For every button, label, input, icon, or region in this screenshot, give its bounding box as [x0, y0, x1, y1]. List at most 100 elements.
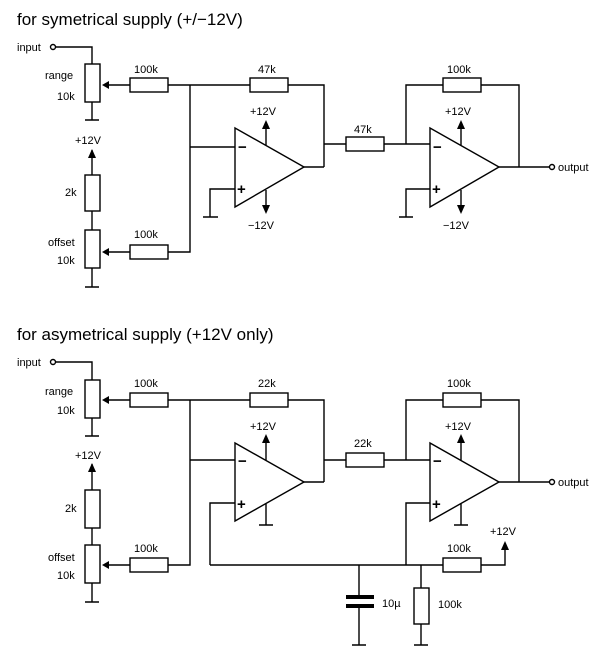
bottom-op2-minus: − — [433, 453, 442, 470]
bottom-plus12-arrow — [88, 463, 96, 472]
top-resistor-2k — [84, 174, 101, 212]
top-range-value: 10k — [57, 91, 75, 103]
bottom-resistor-2k-label: 2k — [65, 503, 77, 515]
top-resistor-100k-feedback — [442, 77, 482, 93]
top-resistor-100k-input — [129, 77, 169, 93]
bottom-capacitor-label: 10µ — [382, 598, 401, 610]
bottom-bias-supply-label: +12V — [490, 526, 517, 538]
top-op2-plus: + — [432, 181, 441, 198]
top-resistor-100k-feedback-label: 100k — [447, 64, 471, 76]
top-resistor-47k-series — [345, 136, 385, 152]
top-resistor-47k-feedback — [249, 77, 289, 93]
top-input-label: input — [17, 42, 41, 54]
bottom-resistor-100k-bias-label: 100k — [447, 543, 471, 555]
bottom-op1-ground — [259, 504, 273, 526]
top-op1-vplus-label: +12V — [250, 106, 277, 118]
top-offset-wiper-arrow — [102, 248, 109, 256]
bottom-resistor-100k-feedback-label: 100k — [447, 378, 471, 390]
top-opamp-1 — [234, 126, 306, 209]
bottom-op1-noninv-bias — [209, 502, 235, 565]
bottom-feedback-wire-1 — [190, 399, 325, 482]
bottom-output-label: output — [558, 477, 589, 489]
top-op1-plus: + — [237, 181, 246, 198]
top-op1-vplus-arrow — [262, 120, 270, 129]
bottom-op1-plus: + — [237, 496, 246, 513]
bottom-offset-label: offset — [48, 552, 75, 564]
bottom-range-wiper-arrow — [102, 396, 109, 404]
bottom-title: for asymetrical supply (+12V only) — [17, 325, 274, 344]
top-input-wire — [55, 46, 93, 64]
top-op2-vminus-label: −12V — [443, 220, 470, 232]
top-output-label: output — [558, 162, 589, 174]
bottom-op2-plus: + — [432, 496, 441, 513]
bottom-offset-pot — [84, 544, 101, 584]
top-range-wiper-arrow — [102, 81, 109, 89]
bottom-resistor-2k — [84, 489, 101, 529]
bottom-offset-wiper-arrow — [102, 561, 109, 569]
top-range-label: range — [45, 70, 73, 82]
bottom-opamp-1 — [234, 441, 306, 523]
top-feedback-wire-1 — [190, 84, 325, 167]
top-offset-value: 10k — [57, 255, 75, 267]
top-offset-label: offset — [48, 237, 75, 249]
bottom-resistor-100k-ground-label: 100k — [438, 599, 462, 611]
bottom-op2-noninv-bias — [405, 502, 430, 565]
bottom-circuit: for asymetrical supply (+12V only) input… — [17, 325, 589, 646]
bottom-resistor-100k-offset — [129, 557, 169, 573]
top-resistor-100k-input-label: 100k — [134, 64, 158, 76]
bottom-op1-vplus-arrow — [262, 434, 270, 443]
bottom-range-pot — [84, 379, 101, 419]
top-op1-noninv-ground — [203, 188, 235, 218]
bottom-resistor-100k-feedback — [442, 392, 482, 408]
top-circuit: for symetrical supply (+/−12V) input ran… — [17, 10, 589, 288]
top-resistor-100k-offset-label: 100k — [134, 229, 158, 241]
bottom-bias-bus — [210, 545, 506, 566]
bottom-input-terminal — [49, 358, 57, 366]
bottom-input-wire — [55, 361, 93, 380]
top-op2-vminus-arrow — [457, 205, 465, 214]
bottom-input-label: input — [17, 357, 41, 369]
bottom-resistor-100k-offset-label: 100k — [134, 543, 158, 555]
bottom-range-value: 10k — [57, 405, 75, 417]
top-offset-ground — [85, 268, 99, 288]
top-resistor-47k-series-label: 47k — [354, 124, 372, 136]
bottom-r-gnd-ground — [414, 624, 428, 646]
top-op1-vminus-arrow — [262, 205, 270, 214]
top-op2-vplus-label: +12V — [445, 106, 472, 118]
bottom-bias-supply-arrow — [501, 541, 509, 550]
top-plus12-label: +12V — [75, 135, 102, 147]
top-op2-noninv-ground — [399, 188, 430, 218]
bottom-resistor-22k-series — [345, 452, 385, 468]
bottom-feedback-wire-2 — [405, 399, 520, 482]
bottom-resistor-100k-input — [129, 392, 169, 408]
bottom-range-label: range — [45, 386, 73, 398]
bottom-output-terminal — [548, 478, 556, 486]
top-op2-minus: − — [433, 139, 442, 156]
bottom-op2-vplus-arrow — [457, 434, 465, 443]
top-feedback-wire-2 — [405, 84, 520, 167]
bottom-opamp-2 — [429, 441, 501, 523]
bottom-op1-minus: − — [238, 453, 247, 470]
top-range-pot — [84, 63, 101, 103]
bottom-resistor-100k-ground — [413, 587, 430, 625]
bottom-resistor-22k-feedback-label: 22k — [258, 378, 276, 390]
bottom-resistor-100k-input-label: 100k — [134, 378, 158, 390]
bottom-op2-ground — [454, 504, 468, 526]
top-resistor-47k-feedback-label: 47k — [258, 64, 276, 76]
bottom-resistor-100k-bias — [442, 557, 482, 573]
bottom-capacitor-plate-1 — [346, 595, 374, 599]
top-resistor-2k-label: 2k — [65, 187, 77, 199]
bottom-offset-ground — [85, 583, 99, 603]
top-title: for symetrical supply (+/−12V) — [17, 10, 243, 29]
top-op1-minus: − — [238, 139, 247, 156]
bottom-cap-ground — [352, 608, 366, 646]
bottom-resistor-22k-series-label: 22k — [354, 438, 372, 450]
bottom-resistor-22k-feedback — [249, 392, 289, 408]
bottom-op2-vplus-label: +12V — [445, 421, 472, 433]
top-plus12-arrow — [88, 149, 96, 158]
top-input-terminal — [49, 43, 57, 51]
top-range-ground — [85, 102, 99, 121]
top-offset-pot — [84, 229, 101, 269]
